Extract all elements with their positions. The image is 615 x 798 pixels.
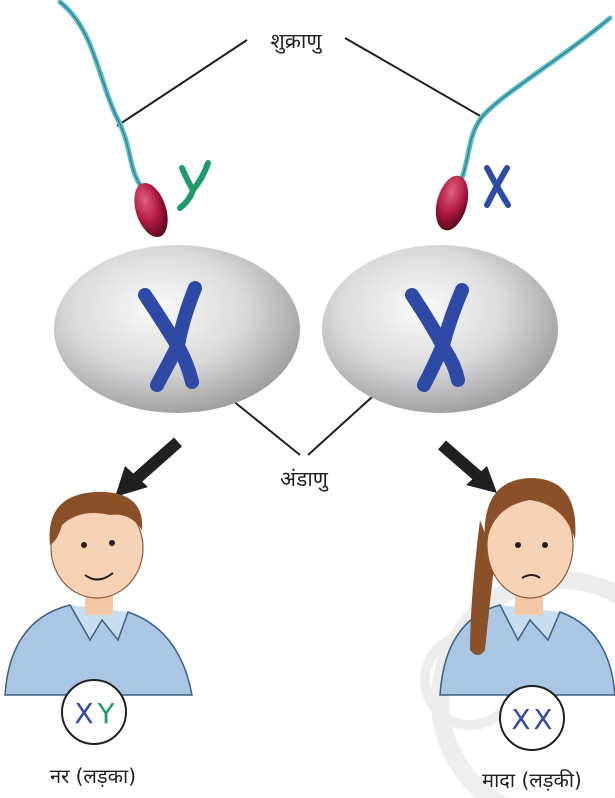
male-label: नर (लड़का): [50, 764, 136, 788]
female-chromosome-x-2: X: [533, 703, 552, 736]
sperm-icon: [57, 0, 168, 238]
egg-leader-lines: [226, 387, 383, 456]
male-chromosome-circle: X Y: [61, 679, 127, 745]
boy-icon: [4, 491, 193, 696]
arrow-down-icon: [438, 440, 497, 493]
egg-cell-icon: [54, 245, 300, 413]
sperm-icon: [435, 15, 613, 231]
sperm-leader-lines: [116, 37, 483, 127]
chromosome-y-icon: [177, 160, 211, 211]
female-chromosome-circle: X X: [499, 685, 565, 751]
girl-icon: [439, 478, 615, 696]
female-label: मादा (लड़की): [482, 768, 582, 792]
egg-cell-icon: [322, 245, 558, 413]
egg-label: अंडाणु: [280, 467, 329, 492]
female-chromosome-x-1: X: [511, 703, 530, 736]
chromosome-x-icon: [484, 165, 511, 208]
male-chromosome-x: X: [74, 697, 93, 730]
sperm-label: शुक्राणु: [270, 29, 322, 54]
male-chromosome-y: Y: [96, 697, 115, 730]
arrow-down-icon: [115, 437, 182, 497]
